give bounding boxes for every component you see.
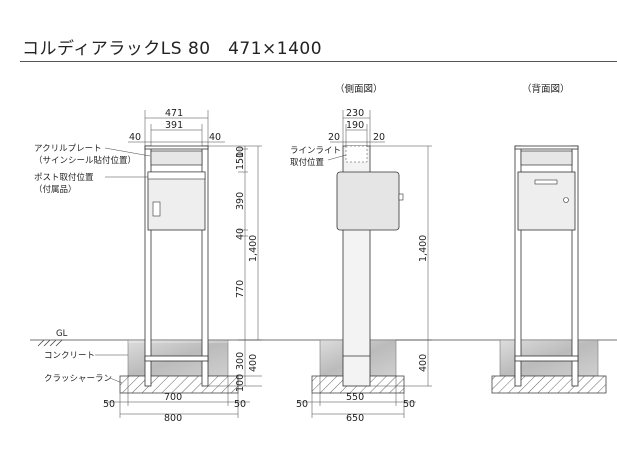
front-base-total: 800 <box>164 413 182 424</box>
side-h-total: 1,400 <box>418 235 429 262</box>
back-view <box>491 145 607 394</box>
front-h-lower: 770 <box>235 280 246 298</box>
side-post-box <box>336 171 400 231</box>
side-base-right: 50 <box>403 399 415 410</box>
mail-slot-icon <box>534 179 558 185</box>
front-base-mid: 700 <box>164 392 182 403</box>
front-h-base: 100 <box>235 374 246 392</box>
line-light <box>345 145 368 163</box>
front-side-right: 40 <box>209 132 221 143</box>
concrete-label: コンクリート <box>44 351 95 361</box>
front-base-left: 50 <box>103 399 115 410</box>
side-base-total: 650 <box>346 413 364 424</box>
page-title: コルディアラックLS 80 471×1400 <box>22 39 323 59</box>
side-view: 230 190 20 20 1,400 400 50 550 50 650 <box>296 108 432 424</box>
front-width-total: 471 <box>165 108 183 119</box>
back-acrylic-plate <box>520 150 573 166</box>
front-h-found: 300 <box>235 352 246 370</box>
front-h-box: 390 <box>235 192 246 210</box>
ground-hatch-icon <box>37 339 63 347</box>
front-width-inner: 391 <box>165 120 183 131</box>
front-h-gap: 40 <box>235 228 246 240</box>
front-crusher-run <box>119 375 239 394</box>
lock-icon <box>152 201 161 217</box>
front-h-total: 1,400 <box>248 235 259 262</box>
front-view: 471 391 40 40 10 150 390 40 770 1,400 30… <box>103 108 262 424</box>
side-side-left: 20 <box>328 132 340 143</box>
title-divider <box>20 61 617 62</box>
sign-seal-label: （サインシール貼付位置） <box>34 155 136 166</box>
front-h-top: 10 <box>235 146 246 158</box>
side-width-total: 230 <box>346 108 364 119</box>
side-base-left: 50 <box>296 399 308 410</box>
side-h-found-total: 400 <box>418 354 429 372</box>
line-light-label: ラインライト <box>290 146 341 156</box>
side-base-mid: 550 <box>346 392 364 403</box>
acrylic-plate <box>150 150 203 166</box>
side-view-label: （側面図） <box>335 83 383 95</box>
back-view-label: （背面図） <box>522 83 570 95</box>
gl-label: GL <box>56 329 68 339</box>
mount-position-label: 取付位置 <box>290 157 325 168</box>
side-side-right: 20 <box>373 132 385 143</box>
knob-icon <box>563 197 569 203</box>
crusher-run-label: クラッシャーラン <box>44 374 112 384</box>
front-side-left: 40 <box>129 132 141 143</box>
front-base-right: 50 <box>234 399 246 410</box>
front-h-found-total: 400 <box>248 354 259 372</box>
front-h-plate: 150 <box>235 152 246 170</box>
back-crusher-run <box>491 375 607 394</box>
side-width-inner: 190 <box>346 120 364 131</box>
accessory-label: （付属品） <box>34 184 77 195</box>
post-box <box>147 171 206 231</box>
acrylic-plate-label: アクリルプレート <box>34 144 102 154</box>
post-position-label: ポスト取付位置 <box>34 172 94 183</box>
